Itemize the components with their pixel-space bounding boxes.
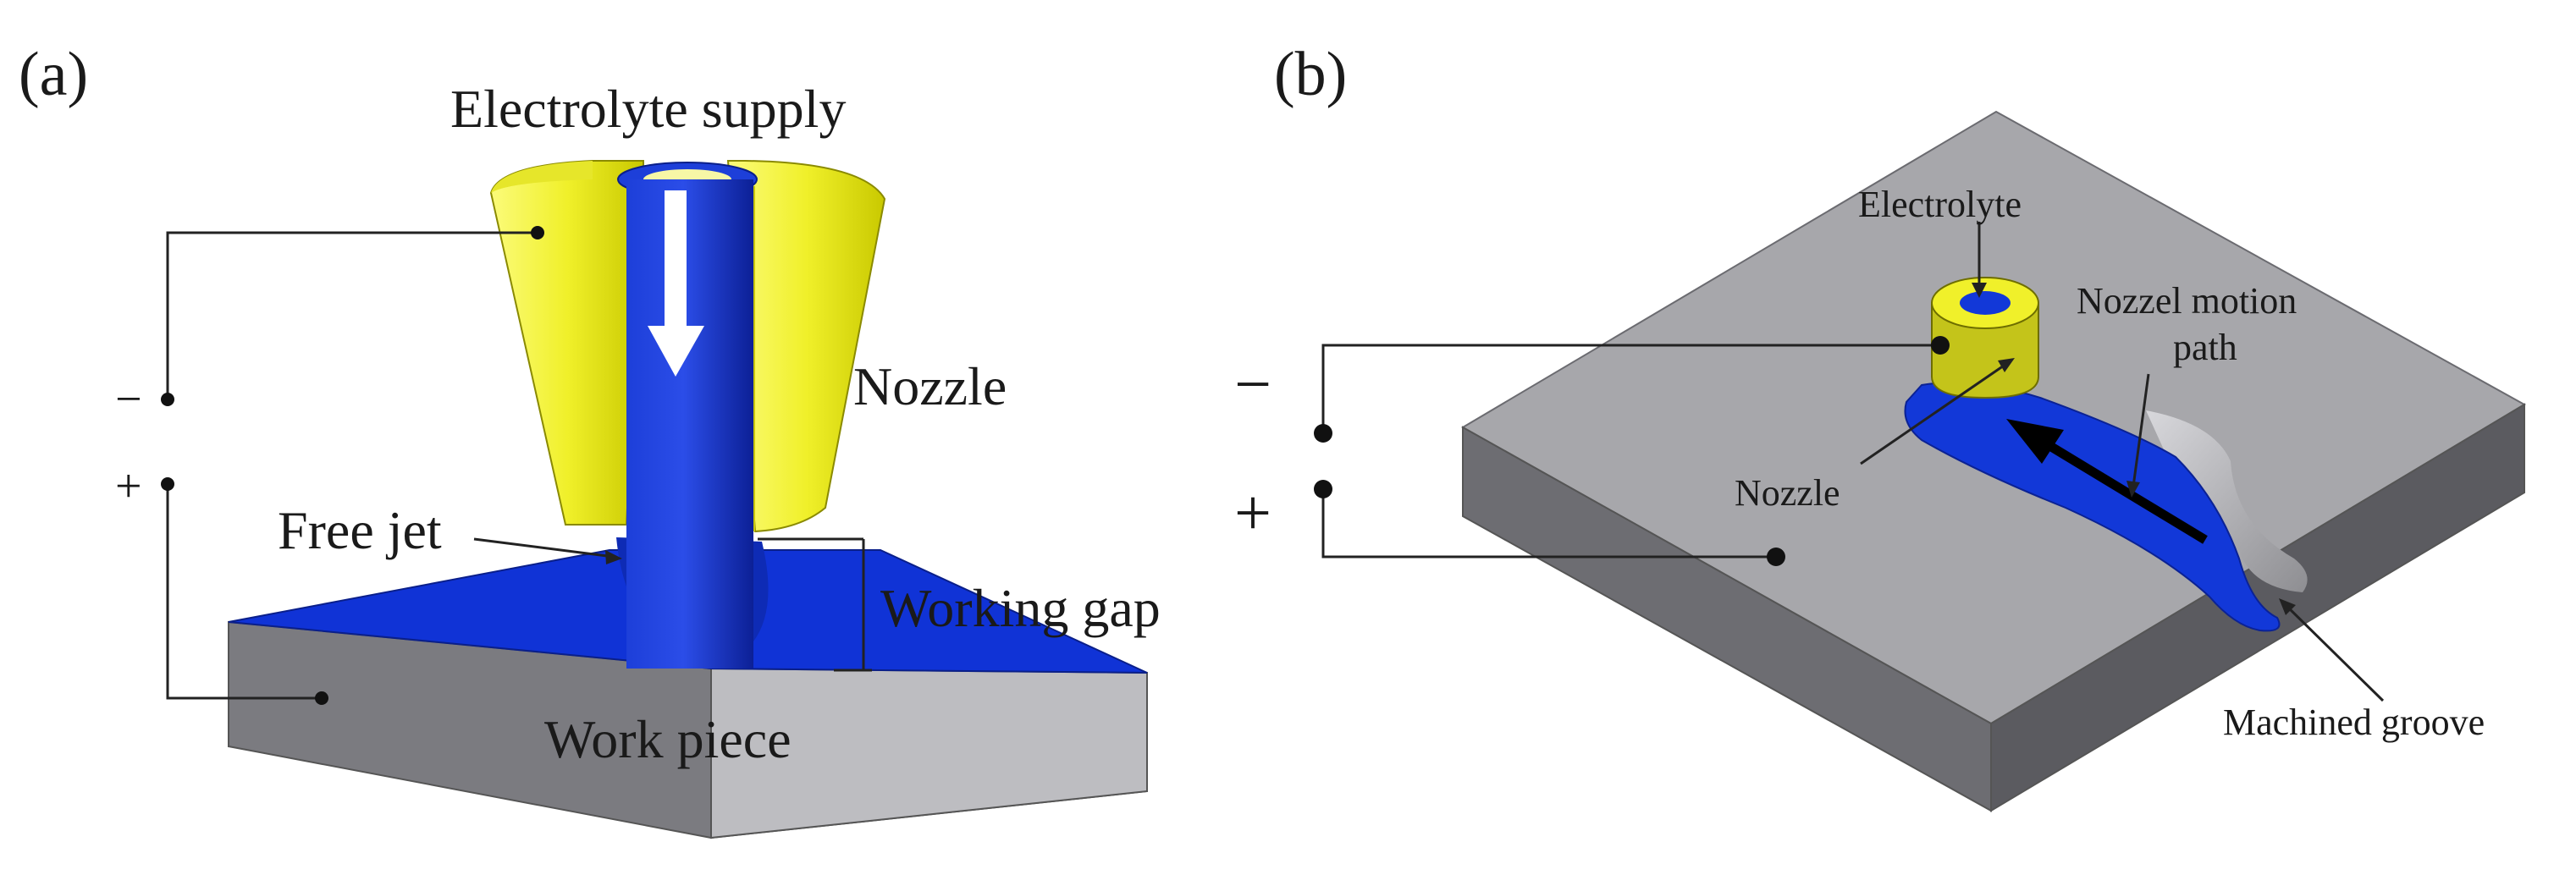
working-gap-label: Working gap: [880, 578, 1161, 638]
nozzle-left-half: [489, 160, 644, 526]
motion-path-arrow: [2006, 419, 2208, 544]
nozzle-label-b: Nozzle: [1735, 472, 1840, 514]
terminal-dot: [1314, 480, 1332, 498]
nozzle-right-half: [726, 160, 886, 533]
minus-sign-a: −: [115, 373, 142, 426]
circuit-a: [166, 231, 538, 700]
plus-sign-a: +: [115, 460, 142, 513]
electrolyte-trail: [1904, 382, 2281, 632]
panel-a: (a): [19, 40, 1161, 839]
workpiece-block-a: [228, 549, 1148, 839]
nozzle-cylinder-side: [1931, 304, 2039, 399]
nozzle-label-a: Nozzle: [853, 356, 1007, 416]
terminal-dot: [1931, 336, 1950, 355]
nozzle-motion-path-label-line2: path: [2173, 327, 2237, 368]
machined-groove-shape: [2146, 410, 2308, 592]
free-jet-pointer: [473, 537, 615, 559]
terminal-dot: [161, 477, 174, 491]
motion-path-pointer: [2132, 373, 2150, 487]
nozzle-motion-path-label-line1: Nozzel motion: [2077, 280, 2297, 322]
work-piece-label: Work piece: [544, 709, 792, 769]
groove-pointer: [2284, 603, 2385, 702]
panel-a-label: (a): [19, 40, 88, 109]
nozzle-bore-b: [1960, 291, 2011, 315]
nozzle-b: [1931, 277, 2039, 399]
panel-b: (b) − +: [1234, 40, 2527, 812]
working-gap-dimension: [758, 537, 872, 672]
electrolyte-label: Electrolyte: [1858, 184, 2022, 225]
minus-sign-b: −: [1234, 347, 1271, 421]
electrolyte-supply-label: Electrolyte supply: [450, 79, 846, 139]
terminal-dot: [161, 393, 174, 406]
machined-groove-label: Machined groove: [2223, 702, 2485, 743]
electrolyte-jet: [626, 179, 753, 669]
nozzle-pointer: [1860, 362, 2007, 465]
terminal-dot: [531, 226, 544, 239]
free-jet-label: Free jet: [278, 500, 442, 560]
plus-sign-b: +: [1234, 476, 1271, 549]
wire-to-workpiece: [166, 484, 322, 700]
terminal-dot: [1767, 548, 1785, 566]
flow-arrow-down: [648, 190, 704, 377]
terminal-dot: [1314, 424, 1332, 443]
circuit-b: [1321, 344, 1940, 559]
terminal-dot: [315, 691, 328, 705]
panel-b-label: (b): [1274, 40, 1347, 109]
wire-to-nozzle: [166, 231, 538, 399]
